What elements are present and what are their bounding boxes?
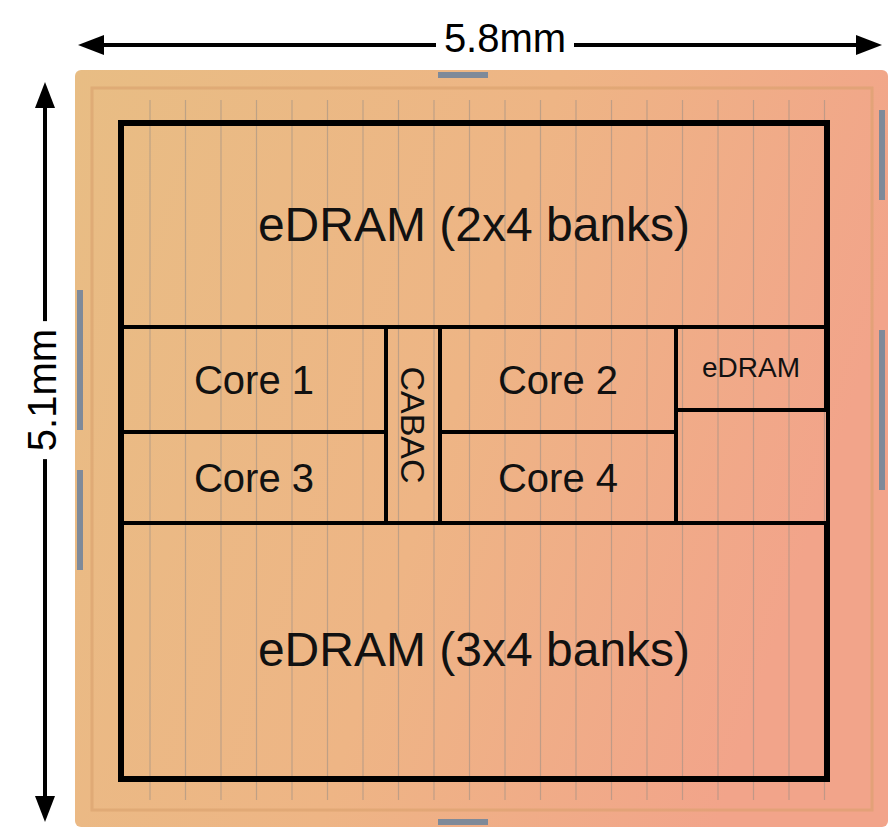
block-label: Core 4 bbox=[498, 456, 618, 500]
die-stripe bbox=[185, 100, 186, 800]
memory-block: eDRAM bbox=[674, 325, 828, 412]
die-seal-ring bbox=[92, 88, 872, 810]
bond-pads bbox=[77, 72, 885, 825]
core-block: Core 1 bbox=[120, 325, 388, 434]
die-stripes bbox=[150, 100, 825, 800]
block-label: CABAC bbox=[396, 366, 430, 483]
memory-block: eDRAM (2x4 banks) bbox=[120, 122, 828, 329]
block-label: eDRAM (2x4 banks) bbox=[258, 199, 690, 252]
block-label: eDRAM bbox=[702, 353, 800, 384]
die-stripe bbox=[717, 100, 718, 800]
die bbox=[75, 70, 888, 827]
die-stripe bbox=[220, 100, 221, 800]
block-outline bbox=[120, 122, 828, 780]
die-stripe bbox=[788, 100, 789, 800]
block-label: Core 1 bbox=[194, 358, 314, 402]
core-block: Core 3 bbox=[120, 430, 388, 525]
dimension-arrow bbox=[35, 35, 882, 822]
dimension-label: 5.8mm bbox=[436, 16, 574, 60]
memory-block: eDRAM (3x4 banks) bbox=[120, 521, 828, 780]
block-label: Core 2 bbox=[498, 358, 618, 402]
cabac-block: CABAC bbox=[384, 325, 442, 525]
die-stripe bbox=[753, 100, 754, 800]
core-block: Core 2 bbox=[438, 325, 678, 434]
core-block: Core 4 bbox=[438, 430, 678, 525]
block-label: eDRAM (3x4 banks) bbox=[258, 624, 690, 677]
block-label: Core 3 bbox=[194, 456, 314, 500]
dimension-label: 5.1mm bbox=[20, 321, 64, 459]
die-stripe bbox=[149, 100, 150, 800]
die-stripe bbox=[256, 100, 257, 800]
